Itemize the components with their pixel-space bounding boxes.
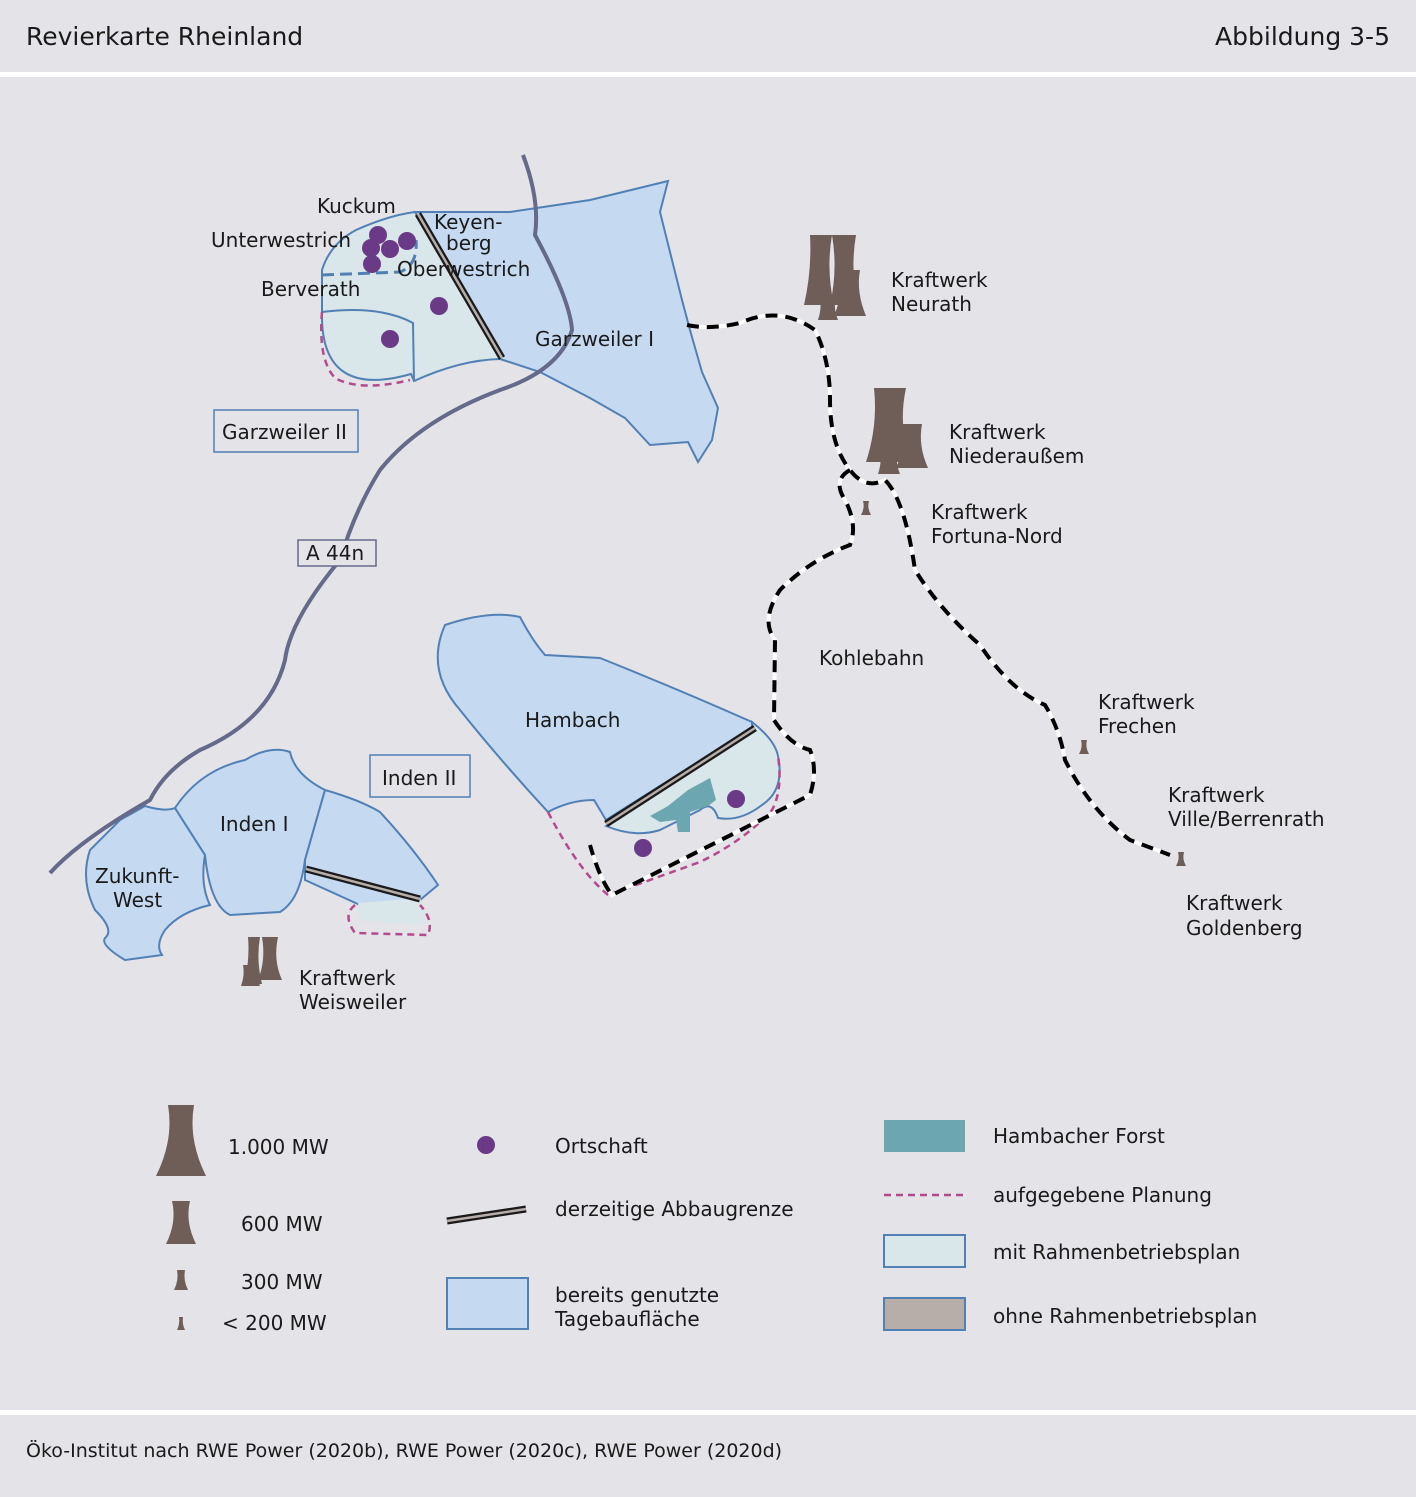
label-weisweiler-2: Weisweiler [299, 990, 407, 1014]
label-berverath: Berverath [261, 277, 360, 301]
inden-1-area [173, 748, 327, 917]
label-hambach: Hambach [525, 708, 620, 732]
legend-forest-swatch [884, 1120, 965, 1152]
fortuna-nord-plant-icon [861, 501, 871, 515]
road-label-box [297, 539, 377, 567]
a44n-road [48, 154, 575, 875]
header-divider [0, 72, 1416, 77]
village-dot [362, 239, 380, 257]
label-unterwestrich: Unterwestrich [211, 228, 351, 252]
label-frechen-1: Kraftwerk [1098, 690, 1195, 714]
niederaussem-plant-icon [866, 388, 928, 474]
village-dot [430, 297, 448, 315]
legend-1000mw-label: 1.000 MW [228, 1135, 329, 1159]
garzweiler-2-dashed-border [321, 239, 418, 277]
figure-number: Abbildung 3-5 [1215, 22, 1390, 51]
map-title: Revierkarte Rheinland [26, 22, 304, 51]
frechen-plant-icon [1079, 740, 1089, 754]
label-keyenberg-2: berg [446, 231, 492, 255]
legend-200mw-icon [177, 1317, 185, 1330]
inden-planned-area [358, 898, 426, 925]
village-dot [363, 255, 381, 273]
inden-area [85, 748, 440, 962]
legend-mining-border-inner [446, 1207, 527, 1223]
inden-abandoned-plan [347, 904, 431, 937]
legend-used-area-swatch [446, 1277, 529, 1330]
header-bar: Revierkarte Rheinland Abbildung 3-5 [0, 0, 1416, 72]
goldenberg-plant-icon [1176, 852, 1186, 866]
legend-300mw-icon [174, 1270, 188, 1290]
village-dot [381, 330, 399, 348]
garzweiler-mining-border-inner [416, 213, 504, 359]
legend-forest-label: Hambacher Forst [993, 1124, 1165, 1148]
garzweiler-area [320, 179, 720, 465]
label-fortuna-nord-2: Fortuna-Nord [931, 524, 1063, 548]
label-goldenberg-2: Goldenberg [1186, 916, 1303, 940]
legend-village-icon [477, 1136, 495, 1154]
legend-1000mw-icon [156, 1105, 206, 1176]
garzweiler-1-used-area [413, 179, 720, 465]
legend-used-area-label-2: Tagebaufläche [554, 1307, 700, 1331]
label-keyenberg-1: Keyen- [434, 210, 502, 234]
village-dot [381, 240, 399, 258]
label-inden-2: Inden II [382, 766, 456, 790]
weisweiler-plant-icon [241, 937, 282, 986]
label-kuckum: Kuckum [317, 194, 396, 218]
legend-mining-border-label: derzeitige Abbaugrenze [555, 1197, 794, 1221]
power-plant-icons [241, 235, 1186, 986]
source-note: Öko-Institut nach RWE Power (2020b), RWE… [26, 1440, 783, 1462]
label-weisweiler-1: Kraftwerk [299, 966, 396, 990]
village-dot [634, 839, 652, 857]
legend-600mw-icon [166, 1201, 196, 1244]
neurath-plant-icon [804, 235, 866, 320]
label-neurath-1: Kraftwerk [891, 268, 988, 292]
legend-with-plan-label: mit Rahmenbetriebsplan [993, 1240, 1240, 1264]
label-frechen-2: Frechen [1098, 714, 1177, 738]
legend-used-area-label-1: bereits genutzte [555, 1283, 719, 1307]
legend-200mw-label: < 200 MW [222, 1311, 327, 1335]
legend-village-label: Ortschaft [555, 1134, 648, 1158]
village-dot [727, 790, 745, 808]
hambacher-forst [650, 778, 716, 832]
label-garzweiler-1: Garzweiler I [535, 327, 654, 351]
garzweiler-2-subarea-border [321, 309, 415, 382]
village-dot [398, 232, 416, 250]
hambach-abandoned-plan [546, 755, 781, 897]
hambach-area [436, 613, 781, 897]
legend-abandoned-label: aufgegebene Planung [993, 1183, 1212, 1207]
legend-300mw-label: 300 MW [241, 1270, 323, 1294]
label-fortuna-nord-1: Kraftwerk [931, 500, 1028, 524]
garzweiler-abandoned-plan [320, 311, 411, 387]
label-ville-berrenrath-2: Ville/Berrenrath [1168, 807, 1325, 831]
label-niederaussem-2: Niederaußem [949, 444, 1084, 468]
hambach-mining-border-inner [605, 726, 756, 826]
legend-600mw-label: 600 MW [241, 1212, 323, 1236]
label-zukunft-west-1: Zukunft- [95, 864, 179, 888]
villages [362, 226, 745, 857]
label-ville-berrenrath-1: Kraftwerk [1168, 783, 1265, 807]
legend-without-plan-label: ohne Rahmenbetriebsplan [993, 1304, 1257, 1328]
label-a44n: A 44n [306, 541, 364, 565]
garzweiler-2-label-box [213, 409, 359, 453]
footer-divider [0, 1410, 1416, 1415]
label-zukunft-west-2: West [113, 888, 162, 912]
map-labels: Kuckum Unterwestrich Keyen- berg Oberwes… [95, 194, 1325, 1014]
label-kohlebahn: Kohlebahn [819, 646, 924, 670]
legend-without-plan-swatch [883, 1297, 966, 1331]
label-niederaussem-1: Kraftwerk [949, 420, 1046, 444]
legend: 1.000 MW 600 MW 300 MW < 200 MW Ortschaf… [156, 1105, 1257, 1335]
label-neurath-2: Neurath [891, 292, 972, 316]
label-oberwestrich: Oberwestrich [397, 257, 530, 281]
inden-mining-border-inner [305, 867, 421, 901]
inden-2-label-box [369, 754, 471, 798]
label-garzweiler-2: Garzweiler II [222, 420, 347, 444]
legend-with-plan-swatch [883, 1234, 966, 1268]
label-inden-1: Inden I [220, 812, 289, 836]
label-goldenberg-1: Kraftwerk [1186, 891, 1283, 915]
kohlebahn-rail [588, 313, 1171, 898]
